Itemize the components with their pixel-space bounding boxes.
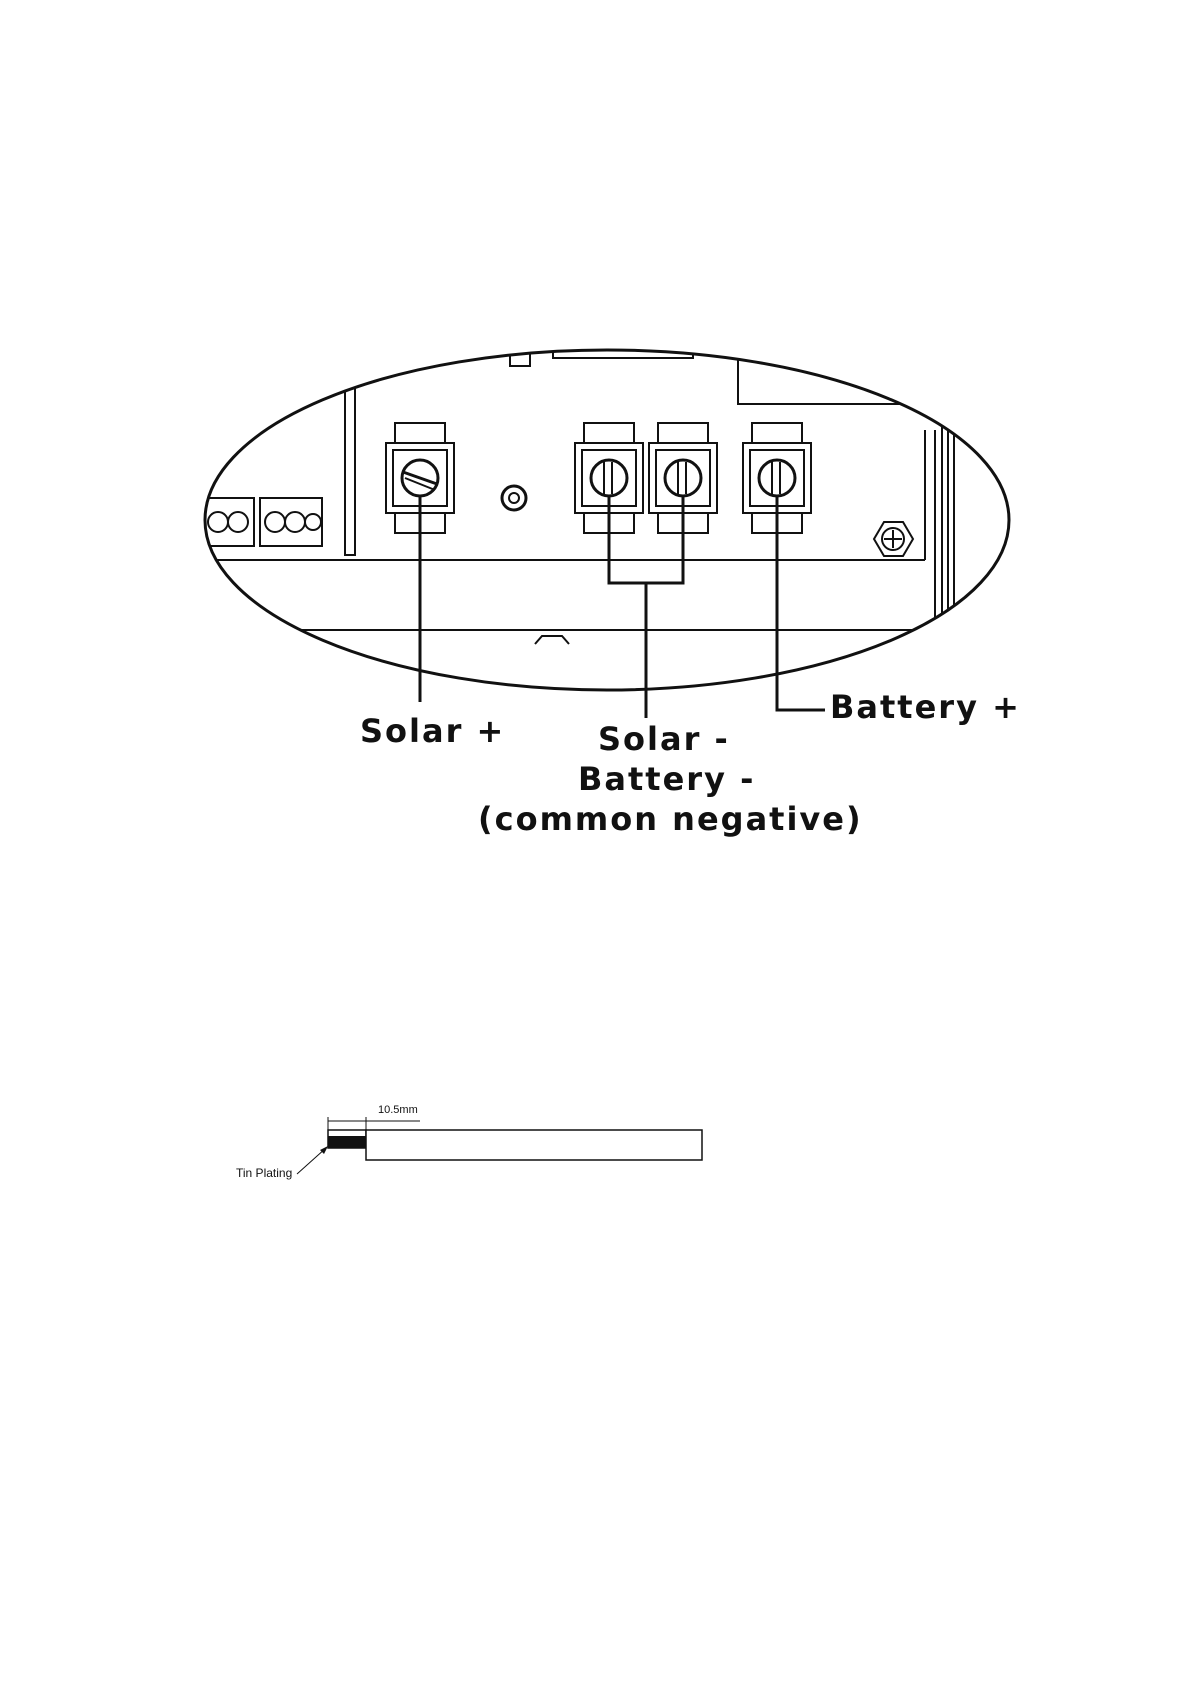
board-edge [738, 346, 930, 404]
battery-plus-label: Battery + [830, 688, 1021, 726]
terminal-hole [208, 512, 228, 532]
solar-plus-label: Solar + [360, 712, 505, 750]
mounting-hole [502, 486, 526, 510]
terminal-hole [265, 512, 285, 532]
solar-minus-label: Solar - [598, 720, 730, 758]
tin-plating-band [328, 1136, 366, 1148]
terminal-blocks [386, 423, 811, 533]
terminal-hole [228, 512, 248, 532]
battery-minus-label: Battery - [578, 760, 755, 798]
common-negative-label: (common negative) [478, 800, 863, 838]
small-terminal-block [260, 498, 322, 546]
tin-plating-leader [297, 1148, 326, 1174]
dimension-label: 10.5mm [378, 1104, 418, 1116]
terminal-hole [285, 512, 305, 532]
wire-diagram [297, 1117, 702, 1174]
wire-insulation [366, 1130, 702, 1160]
board-plate [345, 380, 355, 555]
terminal-hole [305, 514, 321, 530]
tin-plating-label: Tin Plating [236, 1166, 292, 1180]
